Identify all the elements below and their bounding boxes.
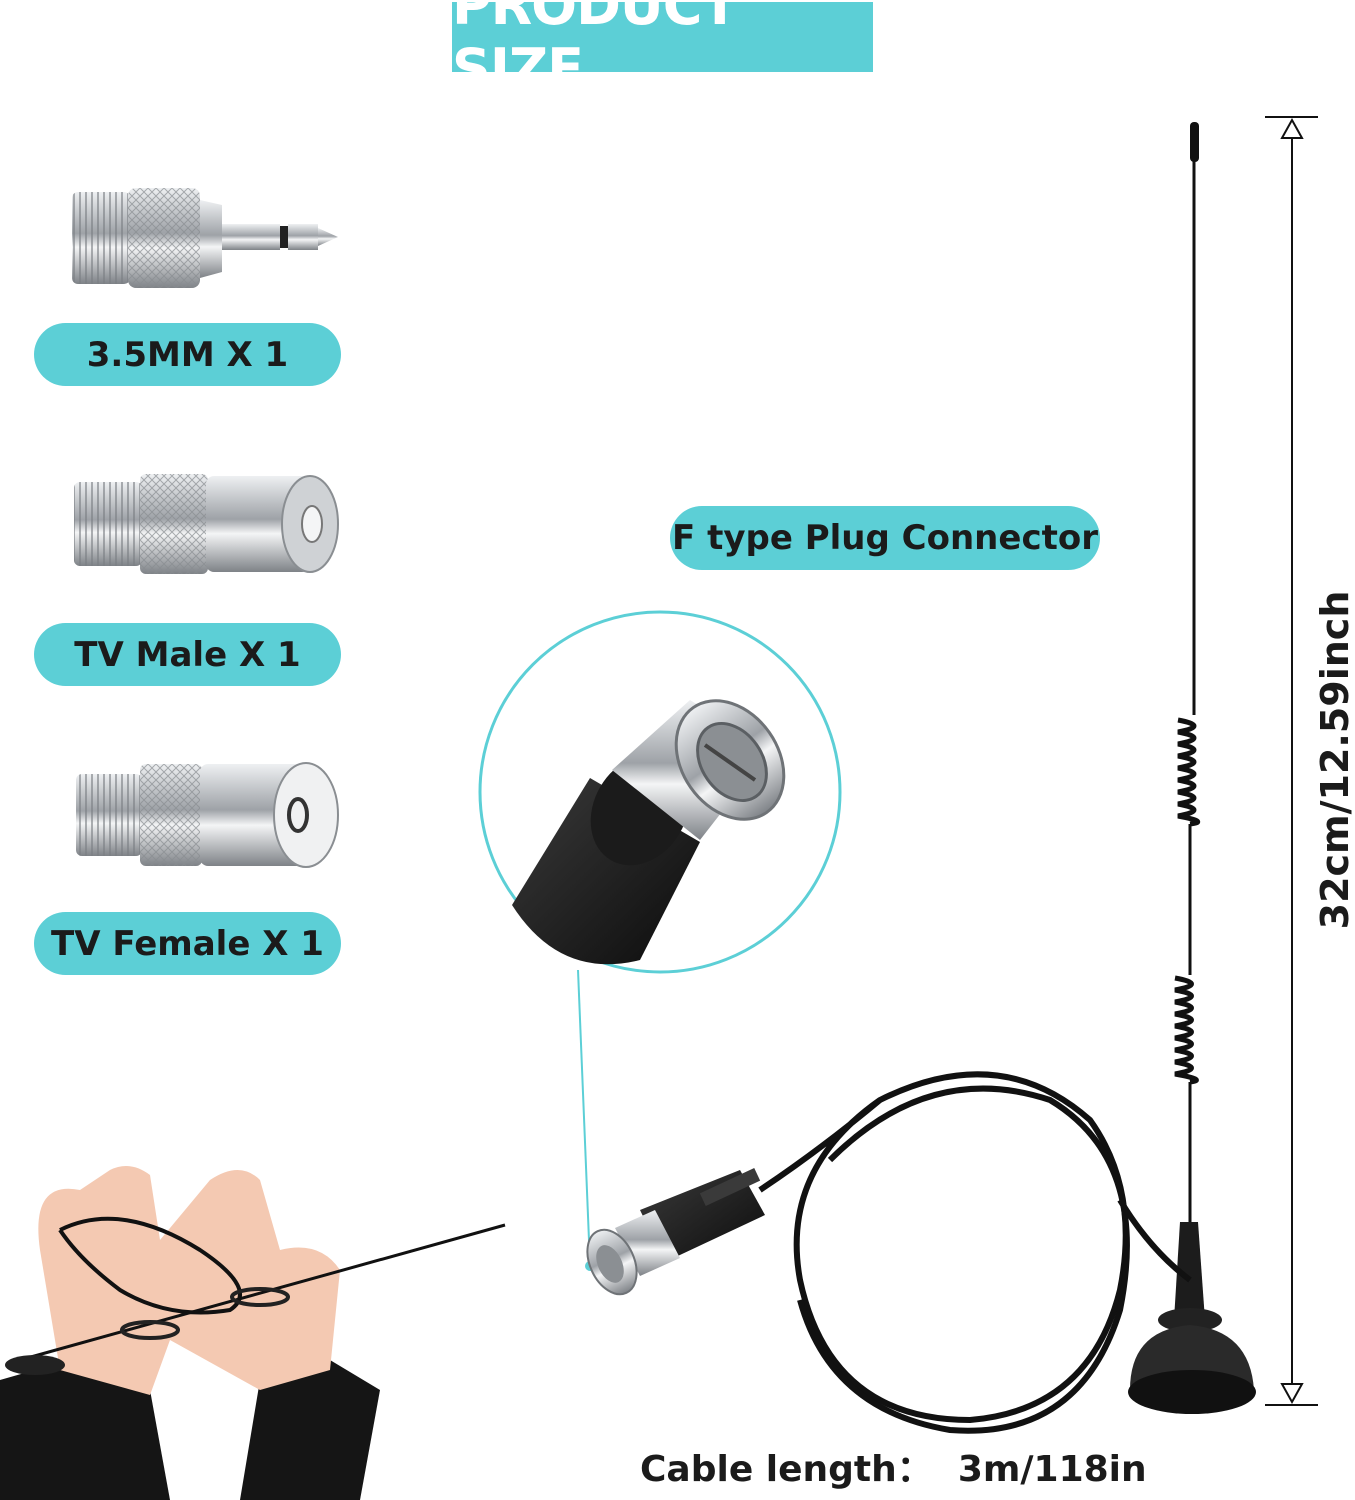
antenna-image (1128, 122, 1256, 1414)
height-dimension-line (1265, 116, 1318, 1406)
adapter-35mm-image (72, 188, 338, 288)
product-size-banner: PRODUCT SIZE (452, 0, 873, 100)
f-plug-image (586, 1167, 765, 1296)
hands-photo (0, 1166, 506, 1500)
page-title: PRODUCT SIZE (452, 0, 738, 100)
cable-length-caption: Cable length： 3m/118in (640, 1449, 1147, 1490)
height-dimension-label: 32cm/12.59inch (1313, 590, 1355, 930)
adapter-tv-male-label: TV Male X 1 (34, 623, 341, 686)
adapter-tv-female-image (76, 762, 339, 868)
zoom-leader-line (577, 969, 595, 1271)
adapter-35mm-label: 3.5MM X 1 (34, 323, 341, 386)
adapter-tv-male-image (74, 474, 339, 574)
f-connector-zoom-circle (478, 610, 842, 974)
f-type-connector-label: F type Plug Connector (670, 506, 1100, 570)
adapter-tv-female-label: TV Female X 1 (34, 912, 341, 975)
cable-coils (758, 1071, 1192, 1434)
